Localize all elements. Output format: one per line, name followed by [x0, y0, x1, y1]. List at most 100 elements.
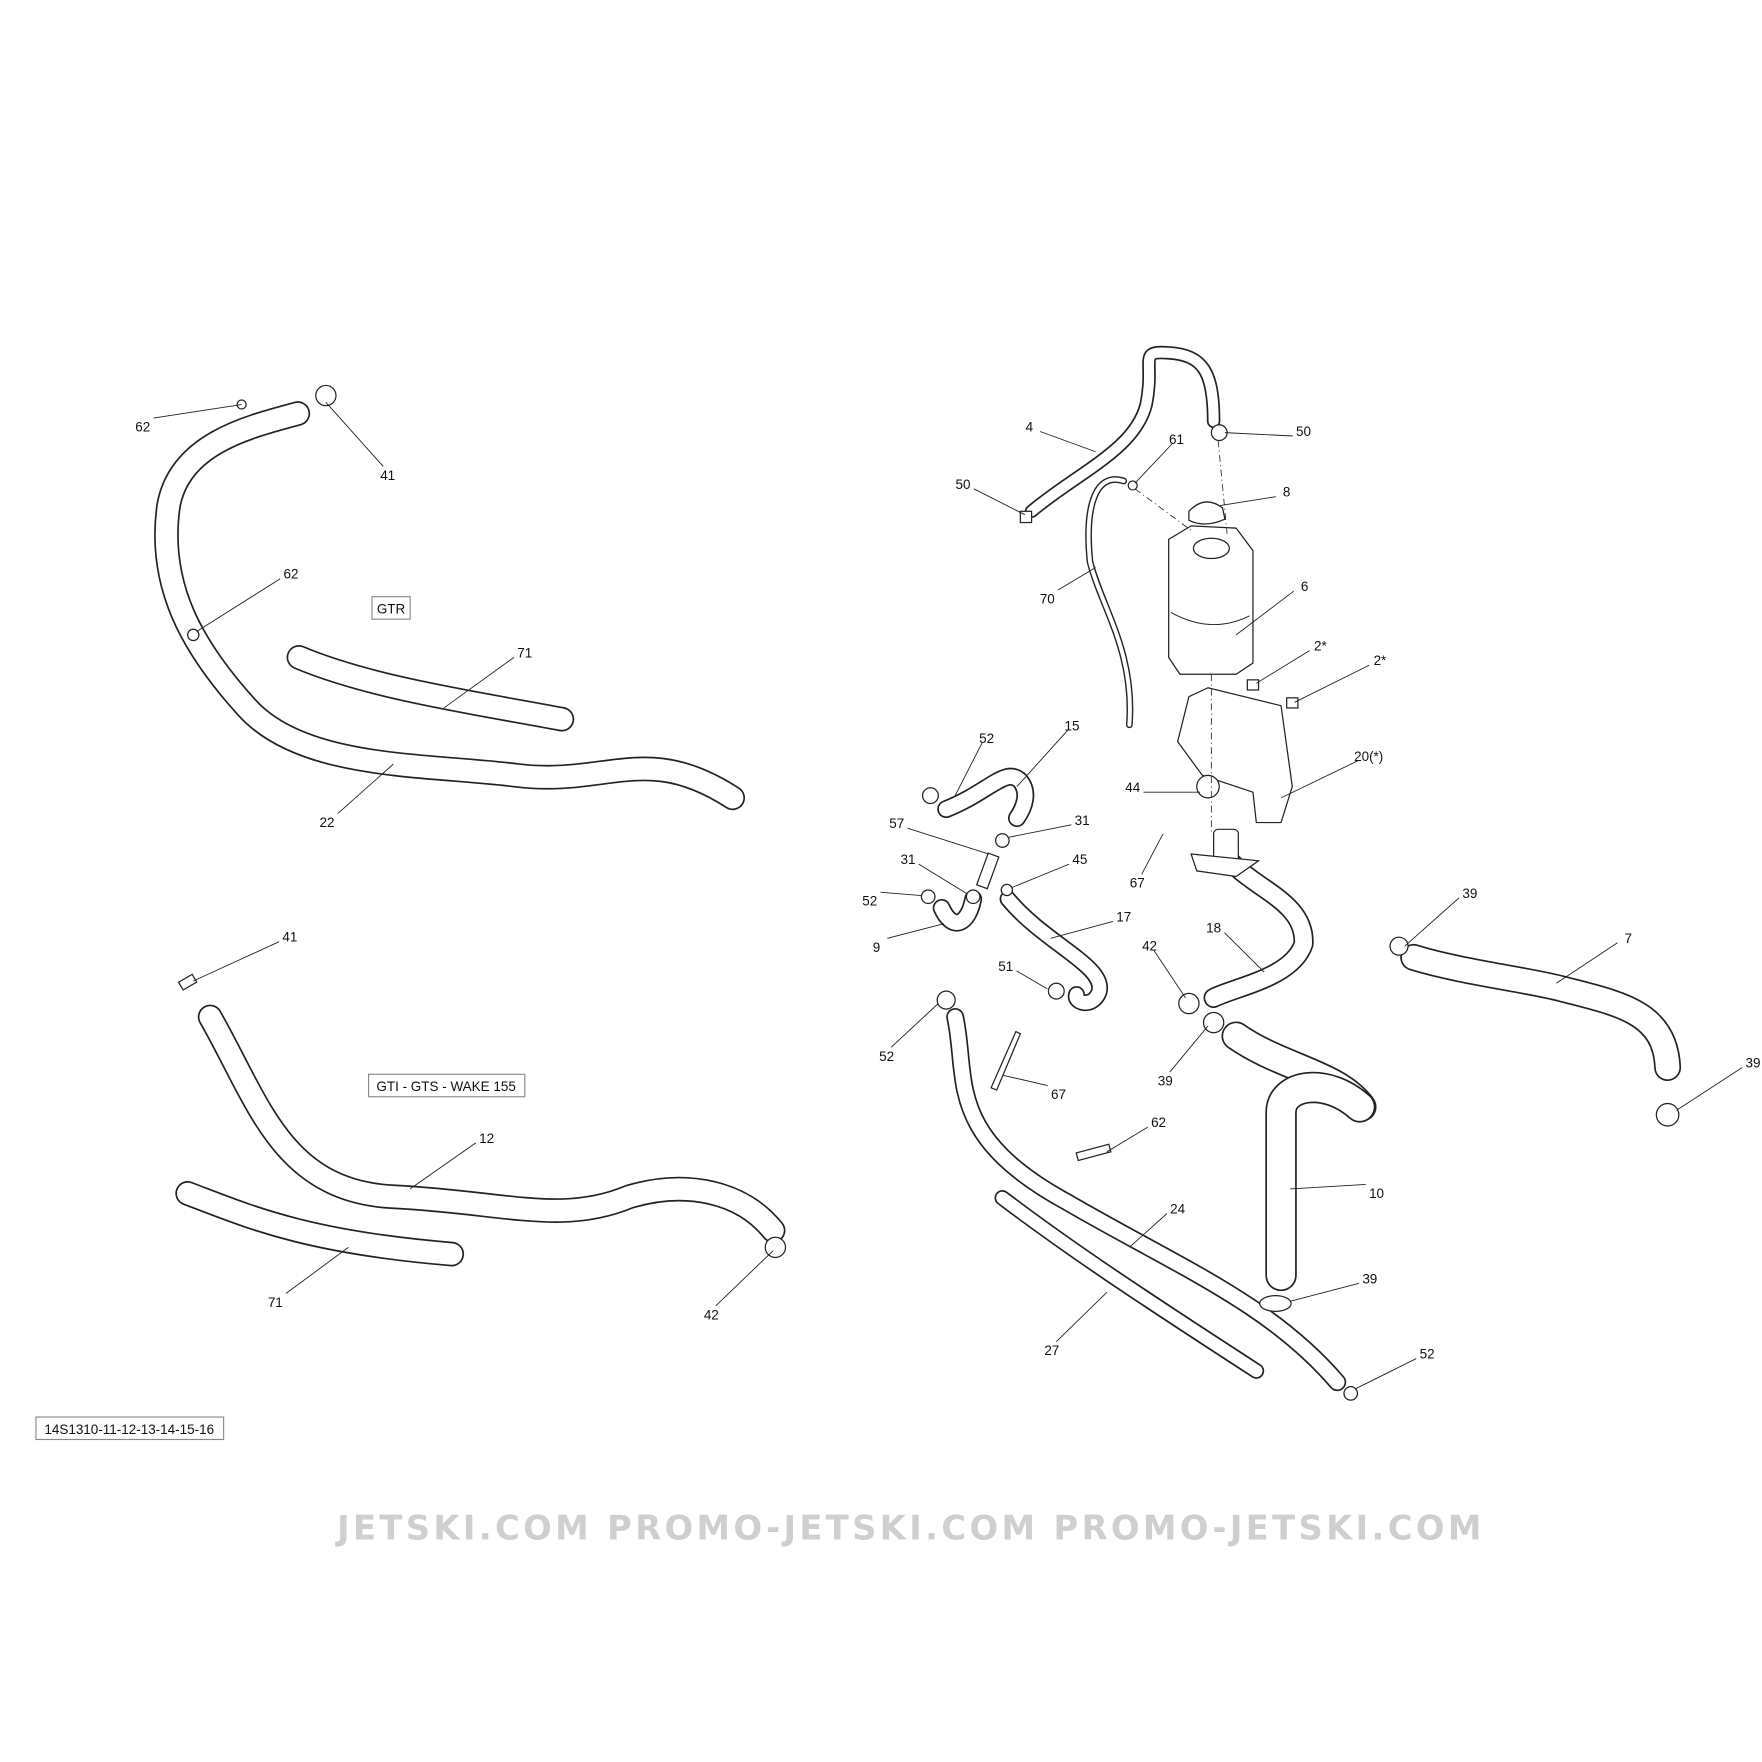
callout-71: 71: [268, 1246, 349, 1310]
hose-24[interactable]: [946, 1007, 1347, 1392]
pressure-cap[interactable]: [1188, 501, 1226, 525]
callout-24: 24: [1129, 1202, 1186, 1248]
callout-52: 52: [862, 891, 922, 909]
small-parts[interactable]: [177, 384, 1680, 1401]
callout-label: 71: [268, 1295, 283, 1310]
callout-44: 44: [1125, 780, 1201, 795]
leader-line: [153, 404, 242, 419]
hose-18[interactable]: [1203, 843, 1314, 1008]
callout-41: 41: [325, 401, 395, 483]
svg-text:GTR: GTR: [377, 602, 406, 617]
leader-line: [1134, 443, 1173, 484]
leader-line: [1055, 1291, 1108, 1343]
leader-line: [1009, 824, 1072, 838]
hose-4[interactable]: [1024, 345, 1221, 519]
callout-67: 67: [1130, 833, 1164, 891]
leader-line: [918, 863, 967, 894]
callout-label: 20(*): [1354, 749, 1383, 764]
callout-70: 70: [1040, 567, 1096, 606]
hose-15[interactable]: [937, 767, 1035, 828]
callout-39: 39: [1289, 1271, 1377, 1302]
leader-line: [1039, 431, 1096, 453]
hose-17[interactable]: [999, 890, 1109, 1012]
callout-4: 4: [1026, 420, 1096, 453]
callout-label: 39: [1746, 1056, 1761, 1071]
callout-label: 12: [479, 1131, 494, 1146]
callout-label: 61: [1169, 432, 1184, 447]
callout-22: 22: [320, 763, 394, 830]
hose-27[interactable]: [994, 1190, 1265, 1379]
leader-line: [1404, 897, 1460, 947]
leader-line: [1290, 1183, 1366, 1190]
callout-45: 45: [1011, 852, 1087, 889]
hose-7[interactable]: [1400, 943, 1682, 1082]
callout-52: 52: [954, 731, 994, 796]
callout-62: 62: [135, 404, 242, 435]
callout-label: 41: [282, 930, 297, 945]
leader-line: [880, 891, 922, 897]
callout-71: 71: [443, 645, 532, 709]
callout-6: 6: [1235, 579, 1309, 636]
hose-9[interactable]: [932, 889, 983, 932]
leader-line: [1289, 1282, 1360, 1302]
leader-line: [1011, 863, 1070, 889]
callout-17: 17: [1050, 909, 1131, 939]
tank-bracket[interactable]: [1176, 687, 1293, 824]
callout-label: 8: [1283, 485, 1290, 500]
leader-line: [1556, 942, 1618, 984]
hose-71-lower[interactable]: [175, 1181, 465, 1267]
leader-line: [1016, 730, 1068, 787]
callout-42: 42: [704, 1250, 774, 1322]
callout-2: 2*: [1256, 639, 1327, 684]
svg-text:14S1310-11-12-13-14-15-16: 14S1310-11-12-13-14-15-16: [44, 1422, 214, 1437]
coolant-tank[interactable]: [1168, 525, 1254, 675]
hose-10[interactable]: [1221, 1021, 1377, 1292]
callout-20: 20(*): [1280, 749, 1383, 799]
callout-label: 50: [1296, 424, 1311, 439]
callout-label: 52: [862, 894, 877, 909]
assembly-centerlines: [1134, 440, 1228, 832]
leader-line: [1169, 1025, 1209, 1073]
callout-61: 61: [1134, 432, 1184, 484]
callout-9: 9: [873, 923, 945, 955]
callout-label: 39: [1158, 1074, 1173, 1089]
callout-8: 8: [1219, 485, 1290, 507]
callout-label: 44: [1125, 780, 1140, 795]
leader-line: [1280, 760, 1359, 799]
callout-label: 67: [1130, 876, 1145, 891]
leader-line: [1355, 1358, 1417, 1390]
callout-label: 62: [284, 567, 299, 582]
variant-box-gtr: GTR: [371, 596, 411, 620]
callout-52: 52: [879, 1003, 939, 1064]
callout-label: 22: [320, 815, 335, 830]
callout-label: 42: [704, 1307, 719, 1322]
hose-70[interactable]: [1085, 476, 1134, 729]
callout-label: 57: [889, 816, 904, 831]
callout-27: 27: [1044, 1291, 1108, 1358]
leader-line: [1256, 650, 1310, 684]
leader-line: [285, 1246, 349, 1294]
callout-label: 6: [1301, 579, 1309, 594]
callout-39: 39: [1676, 1056, 1761, 1111]
callout-label: 39: [1362, 1271, 1377, 1286]
leader-line: [1016, 970, 1048, 990]
leader-line: [890, 1003, 939, 1048]
callout-label: 2*: [1374, 653, 1387, 668]
callout-50: 50: [1224, 424, 1311, 439]
hose-22[interactable]: [154, 401, 746, 811]
leader-line: [1141, 833, 1164, 875]
callout-31: 31: [1009, 813, 1090, 838]
leader-line: [1050, 921, 1114, 939]
leader-line: [1235, 590, 1295, 636]
callout-label: 52: [979, 731, 994, 746]
callout-50: 50: [956, 477, 1026, 516]
hose-12[interactable]: [197, 1004, 786, 1243]
callout-label: 39: [1462, 886, 1477, 901]
leader-line: [1106, 1126, 1149, 1153]
callout-label: 7: [1625, 931, 1633, 946]
leader-line: [1003, 1074, 1048, 1086]
leader-line: [337, 763, 394, 814]
hose-71-upper[interactable]: [286, 645, 575, 732]
fitting-outlet[interactable]: [1190, 828, 1261, 878]
